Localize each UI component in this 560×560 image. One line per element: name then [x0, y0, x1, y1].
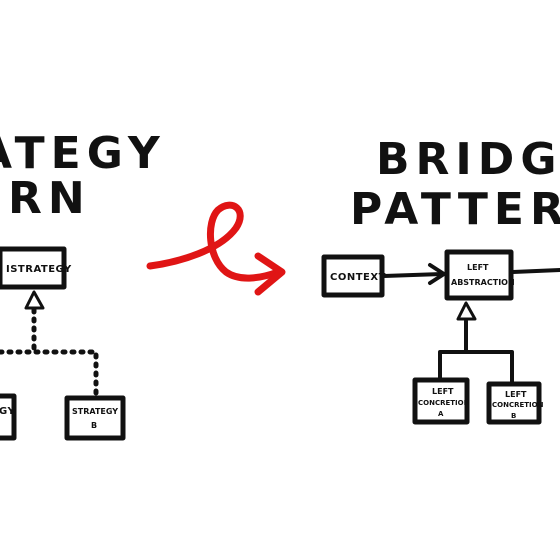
istrategy-box	[0, 246, 67, 290]
left-abstraction-label-line2: ABSTRACTION	[451, 278, 515, 287]
strategy-title-line1: ATEGY	[0, 128, 166, 179]
strategy-b-label-line2: B	[91, 421, 97, 430]
strategy-a-box	[0, 393, 17, 441]
bridge-title-line2: PATTERN	[350, 184, 560, 235]
left-concretion-a-line1: LEFT	[432, 387, 454, 396]
left-concretion-b-line1: LEFT	[505, 390, 527, 399]
left-concretion-b-line3: B	[511, 412, 516, 420]
left-concretion-b-line2: CONCRETION	[492, 401, 544, 409]
left-concretion-b-box	[486, 381, 542, 425]
dotted-realization-line	[0, 307, 99, 401]
strategy-a-label: GY	[0, 406, 15, 417]
abstraction-inheritance-triangle-icon	[456, 301, 477, 321]
red-loop-arrow-shaft	[146, 201, 282, 282]
bridge-pattern-diagram: BRIDGE PATTERN CONTEXT LEFT ABSTRACTION …	[321, 134, 560, 425]
strategy-title-line2: RN	[8, 173, 91, 224]
bridge-title-line1: BRIDGE	[376, 134, 560, 185]
left-abstraction-label-line1: LEFT	[467, 263, 489, 272]
association-arrowhead-icon	[428, 263, 446, 285]
strategy-b-label-line1: STRATEGY	[72, 407, 118, 416]
context-to-abstraction-line	[382, 272, 444, 278]
red-arrowhead	[254, 252, 286, 296]
red-transition-arrow-icon	[146, 201, 286, 296]
left-concretion-a-line3: A	[438, 410, 444, 418]
strategy-b-box	[64, 395, 126, 441]
left-concretion-a-box	[412, 377, 470, 425]
left-abstraction-box	[444, 249, 514, 301]
istrategy-label: ISTRATEGY	[6, 264, 72, 275]
inheritance-triangle-icon	[24, 290, 45, 310]
concretion-tree-lines	[438, 319, 514, 384]
context-label: CONTEXT	[330, 272, 386, 283]
abstraction-to-implementor-line	[511, 268, 560, 274]
left-concretion-a-line2: CONCRETION	[418, 399, 470, 407]
strategy-pattern-diagram: ATEGY RN ISTRATEGY GY STRATEGY B	[0, 128, 166, 441]
